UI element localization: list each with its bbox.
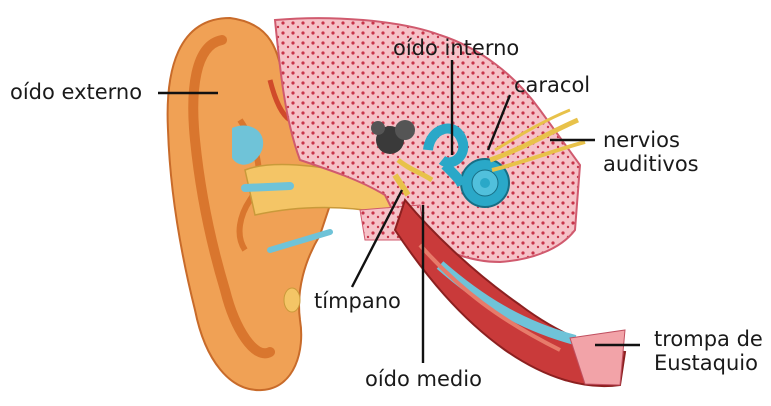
- label-oido-externo: oído externo: [10, 80, 142, 104]
- label-nervios-auditivos: nervios auditivos: [603, 128, 699, 176]
- label-caracol: caracol: [514, 73, 590, 97]
- label-trompa-de-eustaquio: trompa de Eustaquio: [654, 327, 763, 375]
- label-timpano: tímpano: [314, 289, 401, 313]
- label-oido-medio: oído medio: [365, 367, 482, 391]
- label-oido-interno: oído interno: [393, 36, 519, 60]
